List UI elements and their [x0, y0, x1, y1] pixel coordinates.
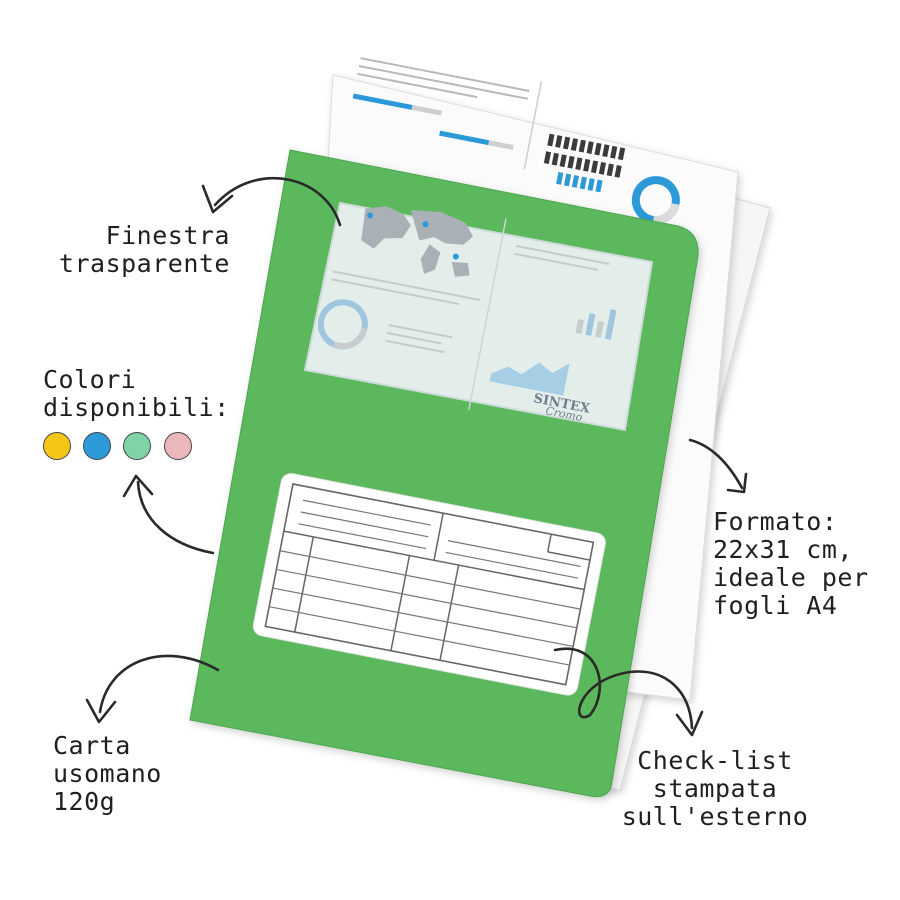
infographic-content [352, 57, 680, 225]
label-paper-line-3: 120g [53, 787, 116, 816]
color-swatch-pink [164, 432, 192, 460]
label-window: Finestra trasparente [50, 222, 230, 278]
label-checklist: Check-list stampata sull'esterno [620, 747, 810, 831]
color-swatch-yellow [43, 432, 71, 460]
label-paper-line-2: usomano [53, 759, 162, 788]
label-format-line-4: fogli A4 [713, 591, 838, 620]
label-colors-line-2: disponibili: [43, 393, 230, 422]
label-format-line-3: ideale per [713, 563, 869, 592]
arrow-format-icon [688, 438, 748, 494]
label-paper: Carta usomano 120g [53, 732, 162, 816]
color-swatch-mint [123, 432, 151, 460]
label-colors: Colori disponibili: [43, 366, 230, 422]
label-window-line-2: trasparente [58, 249, 230, 278]
window-content [317, 206, 617, 411]
label-checklist-line-1: Check-list [637, 746, 793, 775]
label-format-line-1: Formato: [713, 507, 838, 536]
label-checklist-line-2: stampata [652, 774, 778, 803]
arrow-checklist-icon [553, 647, 704, 737]
label-colors-line-1: Colori [43, 365, 137, 394]
color-swatch-blue [83, 432, 111, 460]
label-window-line-1: Finestra [105, 221, 230, 250]
label-format-line-2: 22x31 cm, [713, 535, 853, 564]
label-paper-line-1: Carta [53, 731, 131, 760]
checklist-panel [252, 473, 606, 696]
arrow-colors-icon [122, 474, 215, 555]
arrow-paper-icon [85, 654, 220, 724]
arrow-window-icon [201, 176, 342, 227]
label-format: Formato: 22x31 cm, ideale per fogli A4 [713, 508, 869, 620]
label-checklist-line-3: sull'esterno [621, 802, 809, 831]
